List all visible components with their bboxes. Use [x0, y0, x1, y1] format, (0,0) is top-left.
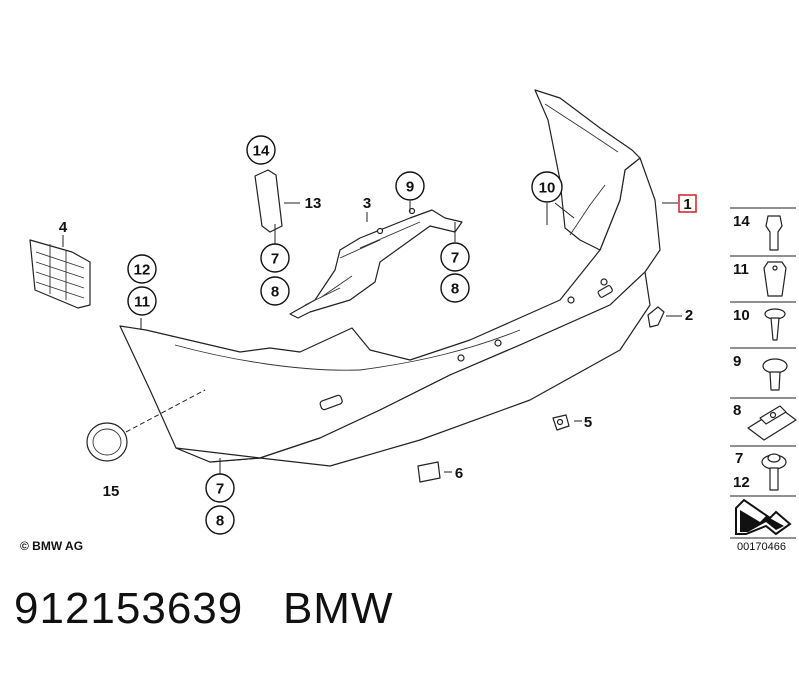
- callout-7-upper-right[interactable]: 7: [440, 242, 470, 272]
- small-cap-part[interactable]: [647, 306, 665, 328]
- rear-bumper-trim[interactable]: [119, 89, 661, 467]
- svg-text:9: 9: [406, 179, 414, 196]
- callout-12[interactable]: 12: [127, 254, 157, 284]
- callout-1[interactable]: 1: [678, 194, 697, 213]
- callout-7-upper-left[interactable]: 7: [260, 243, 290, 273]
- legend-item-11[interactable]: 11: [733, 261, 787, 297]
- side-bracket-part[interactable]: [254, 169, 283, 233]
- svg-text:6: 6: [455, 465, 463, 482]
- direction-arrow-icon: [735, 498, 792, 536]
- callout-3[interactable]: 3: [363, 195, 371, 212]
- callout-5[interactable]: 5: [584, 414, 592, 431]
- fastener-legend: 14 11 10 9 8 7: [730, 207, 797, 539]
- svg-text:9: 9: [733, 353, 741, 370]
- tow-hook-cover-part[interactable]: [86, 422, 128, 462]
- legend-item-7[interactable]: 7: [735, 450, 787, 491]
- svg-text:14: 14: [253, 143, 270, 160]
- svg-text:10: 10: [733, 307, 750, 324]
- callout-14[interactable]: 14: [246, 135, 276, 165]
- svg-text:2: 2: [685, 307, 693, 324]
- footer-line: 912153639 BMW: [14, 584, 393, 634]
- legend-item-9[interactable]: 9: [733, 353, 788, 391]
- callout-8-lower[interactable]: 8: [205, 505, 235, 535]
- svg-text:11: 11: [733, 261, 749, 278]
- legend-item-14[interactable]: 14: [733, 213, 783, 251]
- callout-2[interactable]: 2: [685, 307, 693, 324]
- svg-text:7: 7: [451, 250, 459, 267]
- svg-text:8: 8: [733, 402, 741, 419]
- legend-item-12[interactable]: 12: [733, 474, 750, 491]
- callout-7-lower[interactable]: 7: [205, 473, 235, 503]
- callout-6[interactable]: 6: [455, 465, 463, 482]
- svg-text:15: 15: [103, 483, 120, 500]
- retainer-part[interactable]: [417, 461, 441, 483]
- svg-text:7: 7: [735, 450, 743, 467]
- center-bracket-part[interactable]: [289, 207, 463, 319]
- callout-8-upper-right[interactable]: 8: [440, 273, 470, 303]
- svg-text:8: 8: [451, 281, 459, 298]
- part-number: 912153639: [14, 584, 244, 633]
- drawing-number: 00170466: [737, 541, 786, 553]
- svg-text:11: 11: [134, 294, 150, 311]
- svg-text:1: 1: [683, 196, 691, 213]
- svg-text:4: 4: [59, 219, 68, 236]
- svg-text:12: 12: [134, 262, 151, 279]
- callout-4[interactable]: 4: [59, 219, 68, 236]
- side-grille-part[interactable]: [29, 239, 91, 309]
- callout-11[interactable]: 11: [127, 286, 157, 316]
- leader-lines: [62, 201, 682, 474]
- svg-text:14: 14: [733, 213, 750, 230]
- svg-text:7: 7: [271, 251, 279, 268]
- svg-text:3: 3: [363, 195, 371, 212]
- svg-text:10: 10: [539, 180, 556, 197]
- callout-15[interactable]: 15: [103, 483, 120, 500]
- clip-part[interactable]: [552, 414, 570, 431]
- brand-name: BMW: [282, 584, 394, 633]
- svg-text:5: 5: [584, 414, 592, 431]
- legend-item-10[interactable]: 10: [733, 307, 786, 341]
- svg-text:12: 12: [733, 474, 750, 491]
- svg-text:8: 8: [271, 284, 279, 301]
- legend-item-8[interactable]: 8: [733, 402, 797, 441]
- callout-10[interactable]: 10: [531, 171, 563, 203]
- svg-text:13: 13: [305, 195, 322, 212]
- callout-13[interactable]: 13: [305, 195, 322, 212]
- copyright-text: © BMW AG: [20, 539, 84, 553]
- callout-8-upper-left[interactable]: 8: [260, 276, 290, 306]
- svg-text:7: 7: [216, 481, 224, 498]
- callout-9[interactable]: 9: [395, 171, 425, 201]
- svg-text:8: 8: [216, 513, 224, 530]
